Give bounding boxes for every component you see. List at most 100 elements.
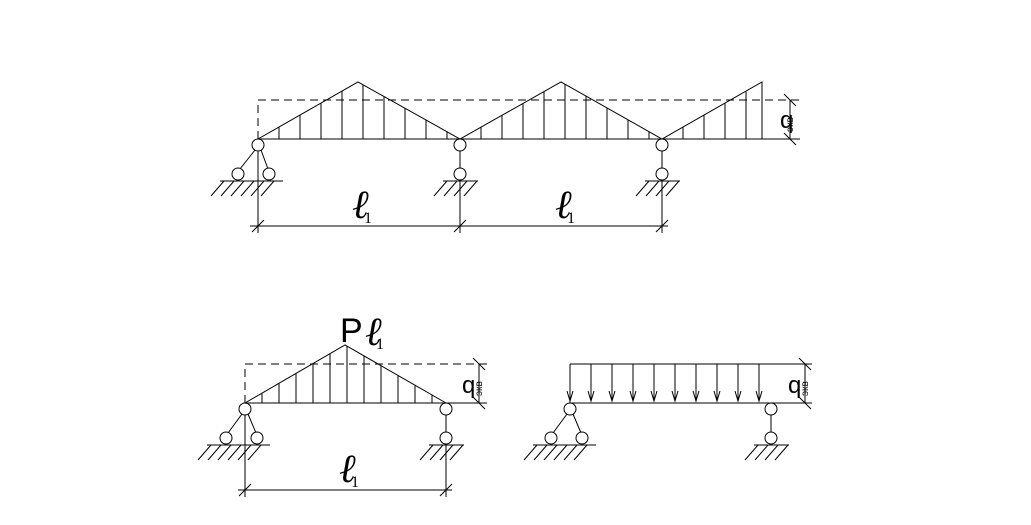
bl-pinned-support-left <box>197 402 270 461</box>
load-arrow-head <box>755 390 763 403</box>
pin-hinge <box>764 402 778 416</box>
dim-tick <box>251 219 265 233</box>
support-roller <box>453 167 467 181</box>
br-roller-support-right <box>744 402 789 461</box>
load-arrow-head <box>587 390 595 403</box>
top-equivalent-load-outline <box>257 99 800 139</box>
dim-tick <box>655 219 669 233</box>
ground-hatch-line <box>665 180 680 197</box>
support-strut-right <box>572 413 582 434</box>
support-roller-right <box>575 431 589 445</box>
ground-hatch-line <box>207 444 222 461</box>
support-roller <box>655 167 669 181</box>
top-span-1-subscript: 1 <box>364 210 372 227</box>
br-uniform-load-arrows <box>566 364 763 403</box>
ground-hatch-line <box>260 180 275 197</box>
support-roller-left <box>231 167 245 181</box>
bl-equivalent-load-outline <box>244 363 487 403</box>
ground-hatch-line <box>774 444 789 461</box>
br-q-tick-lower <box>798 396 812 410</box>
load-arrow-head <box>629 390 637 403</box>
bottom-left-beam-group: P ℓ 1 q экв <box>197 309 487 497</box>
load-arrow-head <box>734 390 742 403</box>
support-ground-hatch <box>419 444 464 461</box>
bl-load-hatching <box>261 346 433 403</box>
dim-tick <box>453 219 467 233</box>
top-span-2-symbol: ℓ <box>555 182 572 228</box>
support-ground-hatch <box>210 180 275 197</box>
br-q-tick-upper <box>798 357 812 371</box>
support-roller-right <box>262 167 276 181</box>
ground-hatch-line <box>553 444 568 461</box>
bl-peak-subscript: 1 <box>376 336 384 353</box>
bl-q-symbol: q <box>462 372 475 399</box>
load-arrow-head <box>650 390 658 403</box>
pin-hinge <box>563 402 577 416</box>
pin-hinge <box>251 138 265 152</box>
ground-hatch-line <box>645 180 660 197</box>
bl-peak-ell-symbol: ℓ <box>365 309 382 355</box>
support-strut-left <box>227 413 243 434</box>
support-strut-left <box>239 149 256 170</box>
ground-hatch-line <box>533 444 548 461</box>
pin-hinge <box>238 402 252 416</box>
bl-triangular-load-diagram <box>244 344 447 404</box>
ground-hatch-line <box>419 444 434 461</box>
support-roller-right <box>250 431 264 445</box>
top-q-subscript: экв <box>785 117 796 132</box>
br-pinned-support-left <box>523 402 596 461</box>
pin-hinge <box>655 138 669 152</box>
top-roller-support-middle <box>433 138 478 197</box>
ground-hatch-line <box>197 444 212 461</box>
top-q-tick-upper <box>783 93 797 107</box>
bottom-right-beam-group: q экв <box>523 357 812 461</box>
support-strut-right <box>260 149 269 170</box>
ground-hatch-line <box>240 180 255 197</box>
ground-hatch-line <box>227 444 242 461</box>
ground-hatch-line <box>449 444 464 461</box>
top-q-symbol: q <box>780 107 793 134</box>
support-ground-hatch <box>744 444 789 461</box>
ground-hatch-line <box>433 180 448 197</box>
pin-hinge <box>453 138 467 152</box>
bl-peak-P-symbol: P <box>340 312 363 350</box>
ground-hatch-line <box>443 180 458 197</box>
ground-hatch-line <box>563 444 578 461</box>
bl-span-dimension: ℓ 1 <box>238 415 453 497</box>
support-roller-left <box>219 431 233 445</box>
top-span-1-symbol: ℓ <box>352 182 369 228</box>
ground-hatch-line <box>230 180 245 197</box>
ground-hatch-line <box>764 444 779 461</box>
ground-hatch-line <box>523 444 538 461</box>
support-ground-hatch <box>523 444 588 461</box>
bl-roller-support-right <box>419 402 464 461</box>
support-roller-left <box>544 431 558 445</box>
ground-hatch-line <box>247 444 262 461</box>
ground-hatch-line <box>573 444 588 461</box>
support-ground-hatch <box>197 444 262 461</box>
load-arrow-head <box>692 390 700 403</box>
support-roller <box>439 431 453 445</box>
top-q-tick-lower <box>783 132 797 146</box>
ground-hatch-line <box>754 444 769 461</box>
dim-tick <box>238 483 252 497</box>
support-strut-left <box>552 413 568 434</box>
top-roller-support-right <box>635 138 680 197</box>
support-strut-right <box>247 413 257 434</box>
top-pinned-support-left <box>210 138 283 197</box>
bl-span-symbol: ℓ <box>339 446 356 492</box>
top-load-hatching <box>278 84 747 139</box>
ground-hatch-line <box>429 444 444 461</box>
ground-hatch-line <box>635 180 650 197</box>
ground-hatch-line <box>210 180 225 197</box>
support-ground-hatch <box>433 180 478 197</box>
ground-hatch-line <box>463 180 478 197</box>
pin-hinge <box>439 402 453 416</box>
top-beam-group: q экв <box>210 81 800 233</box>
ground-hatch-line <box>220 180 235 197</box>
bl-q-subscript: экв <box>474 381 485 396</box>
ground-hatch-line <box>217 444 232 461</box>
load-arrow-head <box>566 390 574 403</box>
